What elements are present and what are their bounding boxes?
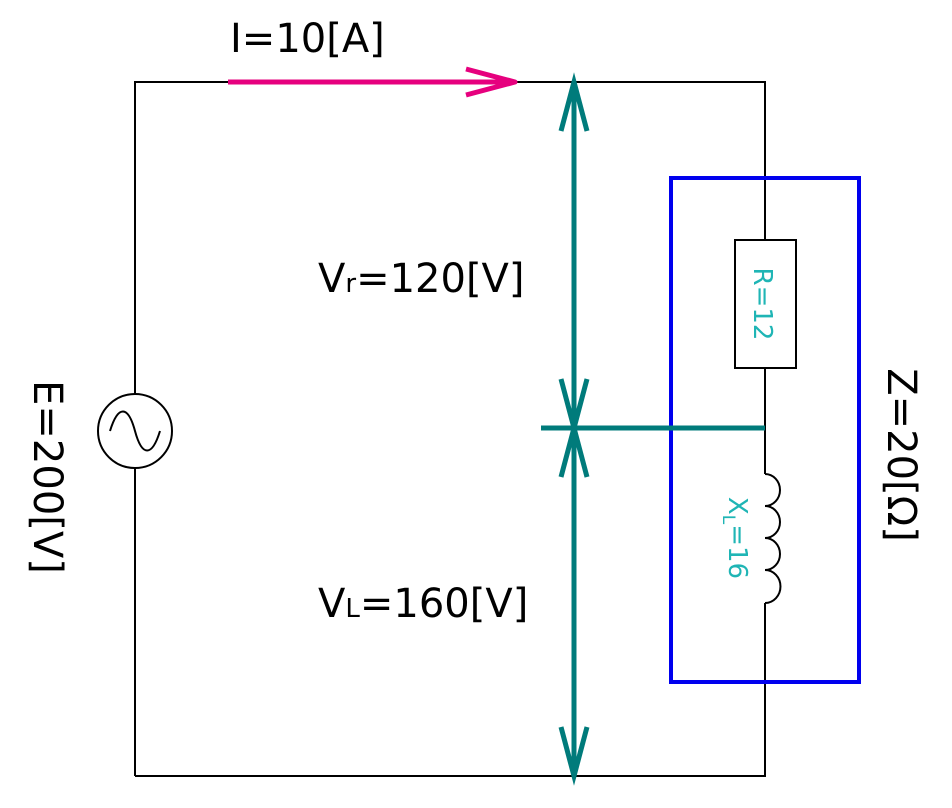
vl-label: VL=160[V] <box>318 581 528 627</box>
bottom-wire <box>135 603 766 777</box>
current-label: I=10[A] <box>230 16 385 62</box>
source-label: E=200[V] <box>24 380 70 574</box>
vr-label: Vr=120[V] <box>318 256 525 302</box>
impedance-label: Z=20[Ω] <box>878 368 924 542</box>
ac-source-icon <box>97 393 173 469</box>
inductor-label: XL=16 <box>718 497 752 579</box>
voltage-arrows <box>541 72 765 786</box>
resistor-label: R=12 <box>747 268 777 341</box>
inductor-icon <box>764 473 782 604</box>
current-arrow <box>228 66 518 98</box>
resistor-icon <box>734 239 797 369</box>
